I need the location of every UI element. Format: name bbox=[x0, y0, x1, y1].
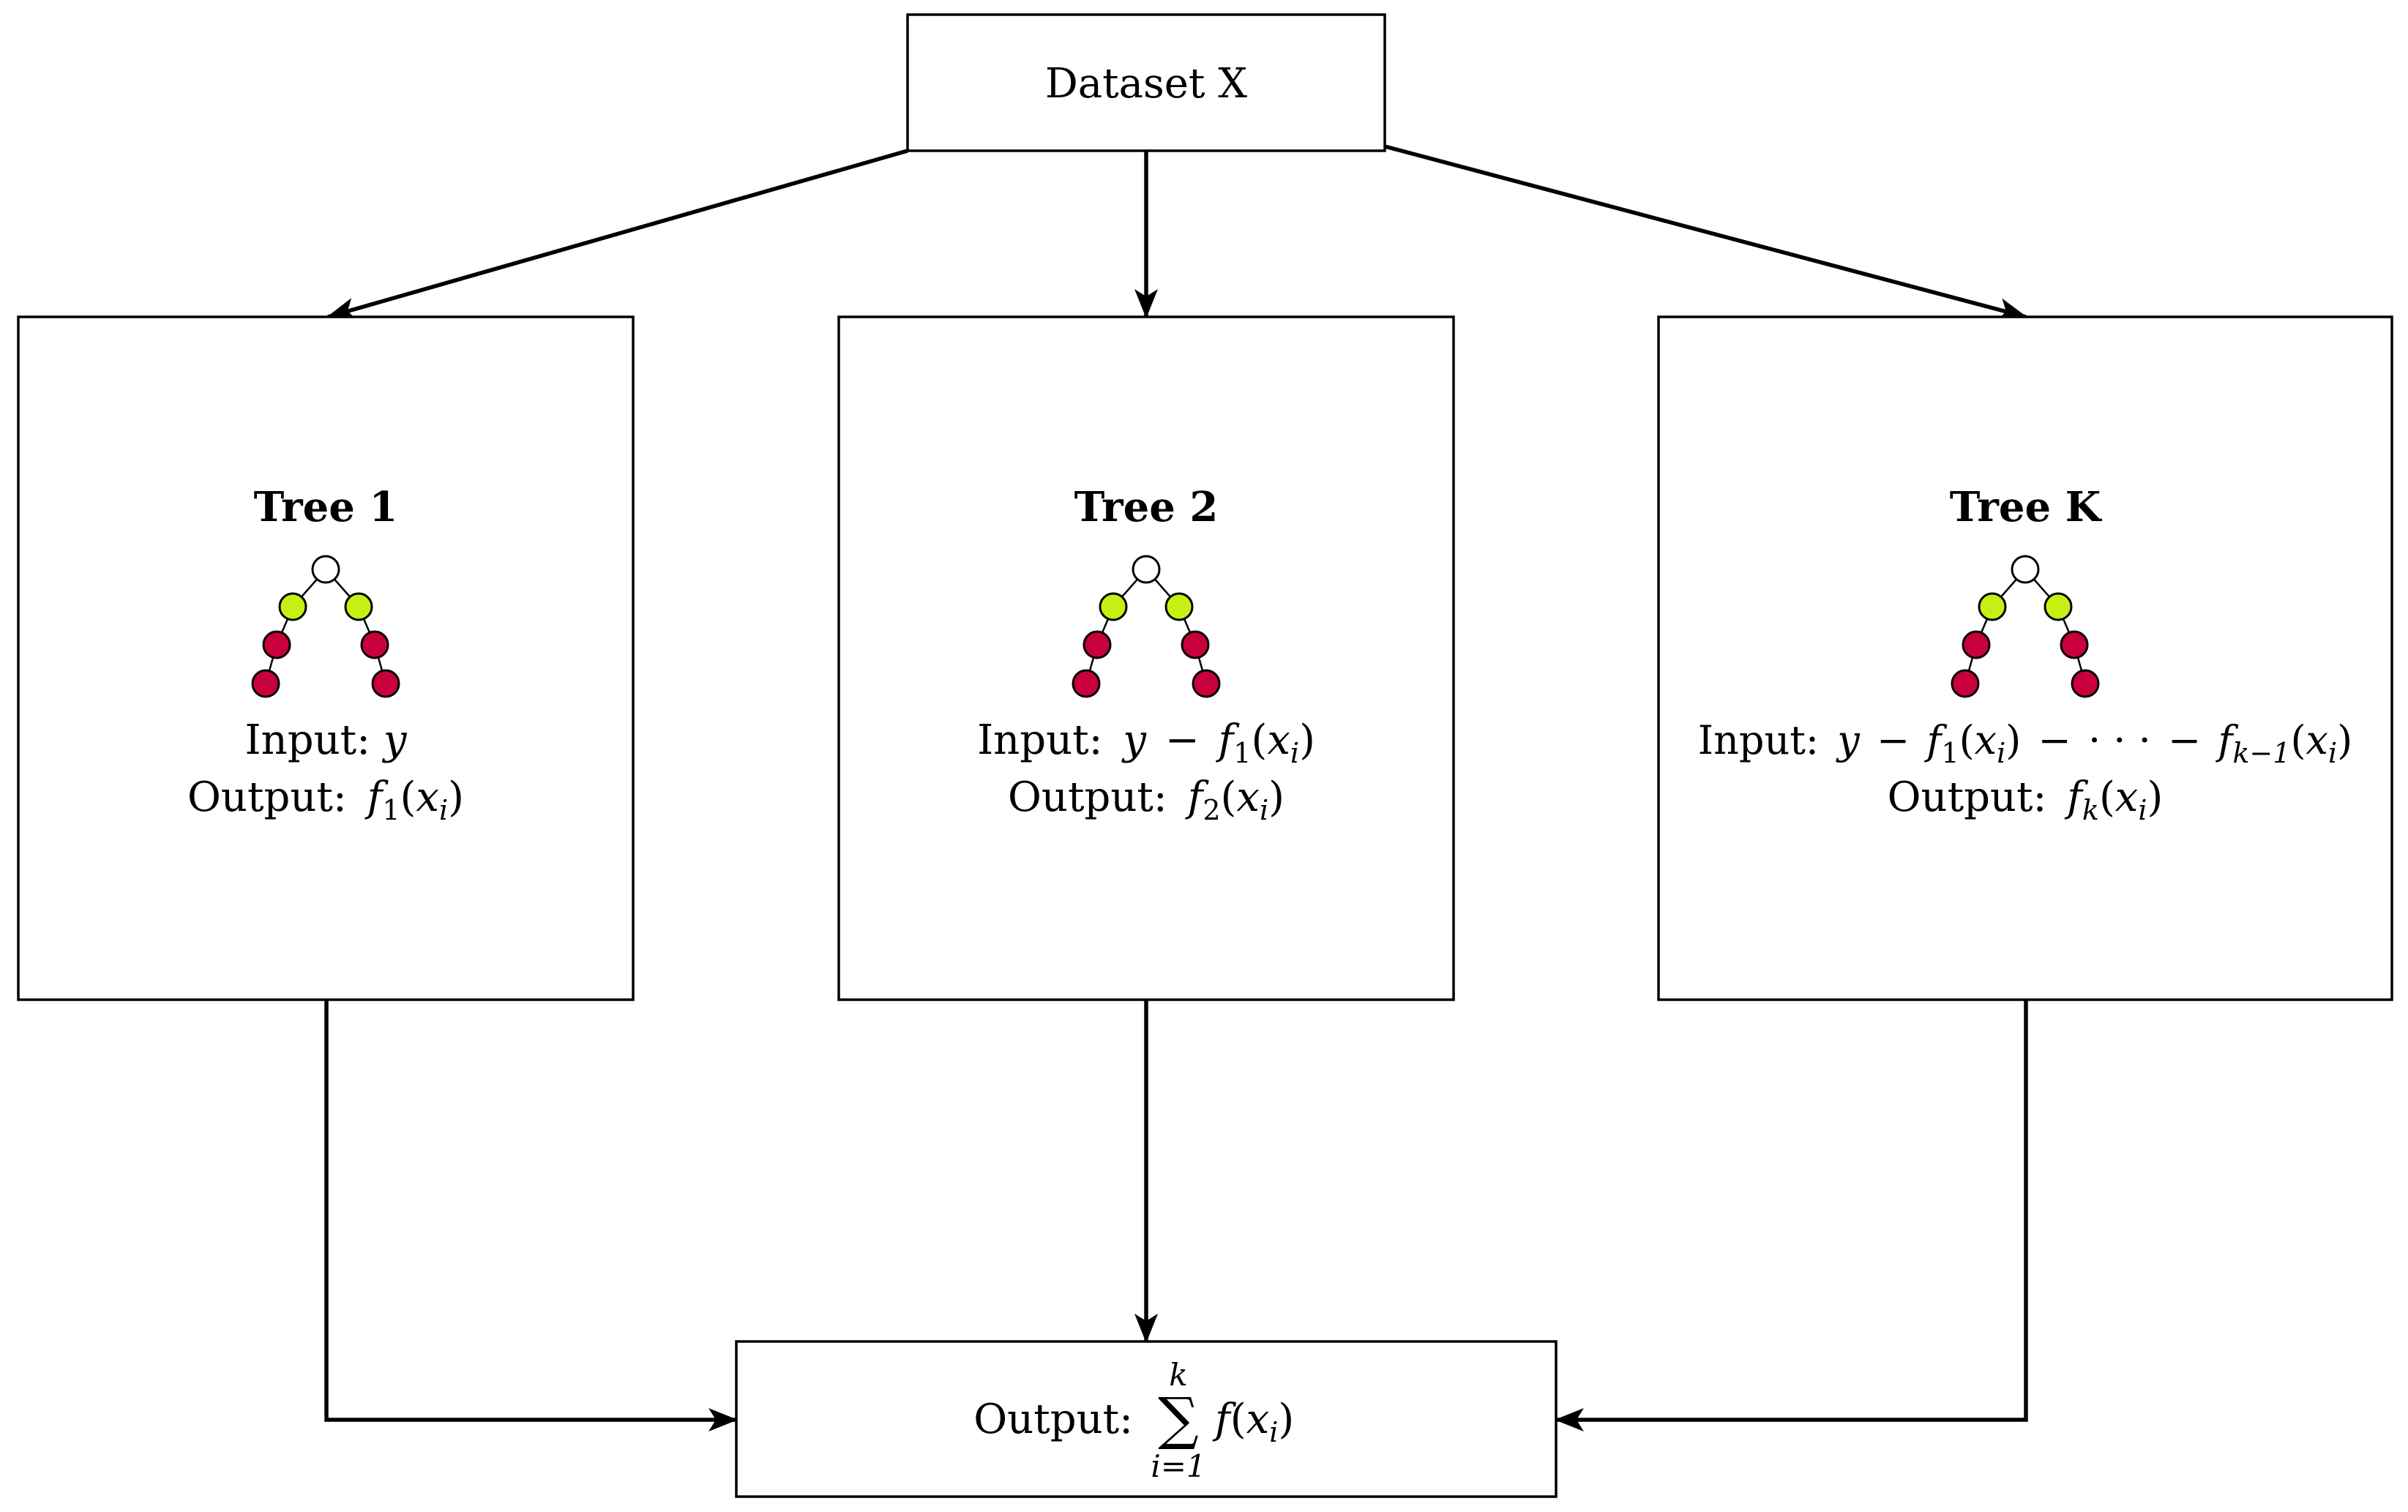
edges bbox=[324, 144, 2028, 1431]
sum-symbol: ∑ bbox=[1158, 1386, 1199, 1452]
tree2-icon bbox=[1072, 555, 1221, 698]
dataset-node: Dataset X bbox=[906, 13, 1386, 152]
tree-icon-node bbox=[278, 592, 307, 621]
tree1-title: Tree 1 bbox=[254, 483, 398, 531]
tree-icon-node bbox=[2044, 592, 2073, 621]
edge-treek-to-output bbox=[1555, 1000, 2028, 1431]
tree-icon-node bbox=[262, 630, 291, 659]
final-output-expr: f(xi) bbox=[1212, 1396, 1294, 1448]
tree2-box bbox=[837, 315, 1455, 1001]
tree2-title: Tree 2 bbox=[1074, 483, 1219, 531]
tree2-node: Tree 2 Input: y − f1(xi) Output: f2(xi) bbox=[837, 315, 1455, 1001]
tree1-icon bbox=[251, 555, 400, 698]
final-output-box bbox=[735, 1340, 1558, 1498]
tree-icon-node bbox=[2060, 630, 2089, 659]
tree-icon-node bbox=[371, 669, 400, 698]
sum-lower-limit: i=1 bbox=[1151, 1448, 1205, 1484]
dataset-box bbox=[906, 13, 1386, 152]
final-output-node: Output: k ∑ i=1 f(xi) bbox=[735, 1340, 1558, 1498]
tree-icon-node bbox=[360, 630, 389, 659]
sum-upper-limit: k bbox=[1169, 1357, 1187, 1393]
tree-icon-node bbox=[1164, 592, 1194, 621]
tree-icon-node bbox=[1962, 630, 1991, 659]
tree1-output: Output: f1(xi) bbox=[187, 774, 464, 826]
edge-dataset-to-tree1 bbox=[326, 149, 908, 321]
tree-icon-node bbox=[251, 669, 280, 698]
tree1-box bbox=[17, 315, 635, 1001]
tree-icon-node bbox=[311, 555, 340, 584]
edge-tree1-to-output bbox=[324, 1000, 738, 1431]
tree2-output: Output: f2(xi) bbox=[1008, 774, 1285, 826]
treek-input: Input: y − f1(xi) − · · · − fk−1(xi) bbox=[1698, 717, 2352, 769]
tree1-node: Tree 1 Input: y Output: f1(xi) bbox=[17, 315, 635, 1001]
tree-icon-node bbox=[1099, 592, 1128, 621]
final-output-prefix: Output: bbox=[973, 1396, 1133, 1443]
treek-icon bbox=[1951, 555, 2100, 698]
edge-dataset-to-treek bbox=[1384, 144, 2027, 321]
tree-icon-node bbox=[344, 592, 373, 621]
treek-box bbox=[1657, 315, 2393, 1001]
tree-icon-node bbox=[1192, 669, 1221, 698]
tree-icon-node bbox=[1978, 592, 2007, 621]
tree-icon-node bbox=[2071, 669, 2100, 698]
tree-icon-node bbox=[1132, 555, 1161, 584]
tree-icon-node bbox=[1181, 630, 1210, 659]
tree1-input: Input: y bbox=[245, 716, 408, 764]
tree-icon-node bbox=[2011, 555, 2040, 584]
tree-icon-node bbox=[1083, 630, 1112, 659]
treek-node: Tree K Input: y − f1(xi) − · · · − fk−1(… bbox=[1657, 315, 2393, 1001]
tree-icon-node bbox=[1072, 669, 1101, 698]
tree-icon-node bbox=[1951, 669, 1980, 698]
treek-title: Tree K bbox=[1950, 483, 2103, 531]
dataset-label: Dataset X bbox=[1045, 60, 1247, 108]
treek-output: Output: fk(xi) bbox=[1888, 774, 2164, 826]
tree2-input: Input: y − f1(xi) bbox=[977, 716, 1315, 769]
